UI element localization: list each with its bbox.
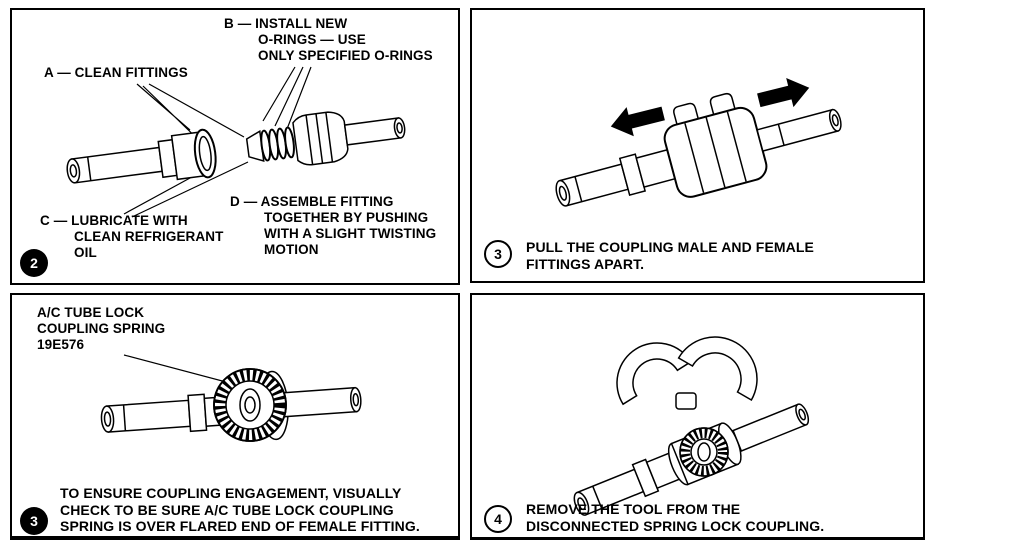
coupling-assembly [555, 148, 676, 207]
right-arrow-icon [757, 77, 810, 108]
garter-spring [679, 427, 729, 477]
tool-removal-illustration [573, 336, 810, 516]
step-badge-3-spring: 3 [20, 507, 48, 535]
clamshell-tool-open [616, 336, 758, 410]
left-arrow-icon [610, 106, 665, 137]
caption-remove-tool: REMOVE THE TOOL FROM THE DISCONNECTED SP… [526, 501, 825, 534]
step-badge-2: 2 [20, 249, 48, 277]
callout-d-assemble: D — ASSEMBLE FITTING TOGETHER BY PUSHING… [230, 194, 437, 257]
caption-spring-check: TO ENSURE COUPLING ENGAGEMENT, VISUALLY … [60, 485, 420, 534]
male-fitting [245, 111, 406, 166]
fitting-components-illustration [66, 66, 406, 218]
panel-step2-fitting-service: A — CLEAN FITTINGS B — INSTALL NEW O-RIN… [10, 8, 460, 285]
spring-location-illustration [100, 354, 362, 442]
pull-apart-illustration [555, 77, 842, 207]
step-badge-3-pull: 3 [484, 240, 512, 268]
panel-step4-remove-tool: 4 REMOVE THE TOOL FROM THE DISCONNECTED … [470, 293, 925, 540]
callout-a-clean-fittings: A — CLEAN FITTINGS [44, 65, 188, 80]
garter-spring [213, 368, 287, 442]
caption-pull-apart: PULL THE COUPLING MALE AND FEMALE FITTIN… [526, 239, 814, 272]
step-badge-4: 4 [484, 505, 512, 533]
panel-step3-spring-check: A/C TUBE LOCK COUPLING SPRING 19E576 3 T… [10, 293, 460, 540]
callout-spring-part: A/C TUBE LOCK COUPLING SPRING 19E576 [37, 305, 166, 352]
leader-line [123, 354, 227, 383]
female-fitting [66, 128, 217, 184]
panel-step3-pull-apart: 3 PULL THE COUPLING MALE AND FEMALE FITT… [470, 8, 925, 283]
leader-lines [123, 66, 312, 218]
callout-c-lubricate: C — LUBRICATE WITH CLEAN REFRIGERANT OIL [40, 213, 224, 260]
spring-lock-tool [663, 92, 768, 198]
male-tube [756, 108, 842, 153]
o-rings [260, 126, 295, 162]
callout-b-install-orings: B — INSTALL NEW O-RINGS — USE ONLY SPECI… [224, 16, 433, 63]
